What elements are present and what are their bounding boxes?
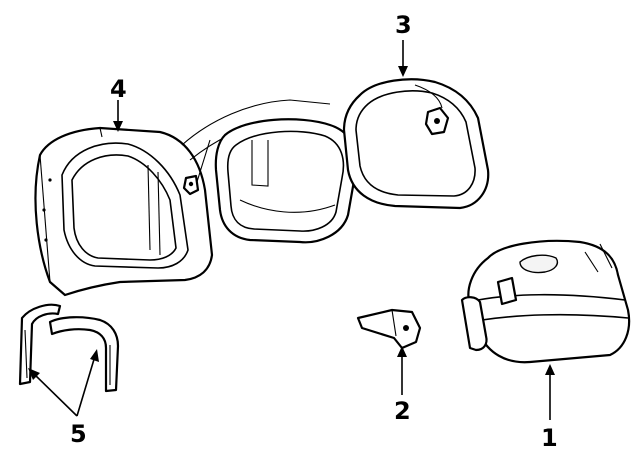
arrow-4: [113, 121, 123, 132]
callout-3: 3: [395, 11, 412, 39]
part-5-straps: [18, 303, 120, 393]
arrow-2: [397, 346, 407, 357]
callout-5: 5: [70, 420, 87, 448]
middle-gasket: [214, 118, 358, 244]
part-3-seal-ring: [342, 78, 490, 210]
arrow-5a: [28, 368, 40, 380]
leader-5b: [76, 355, 96, 417]
arrow-5b: [90, 349, 99, 362]
callout-1: 1: [541, 424, 558, 452]
clip-fastener: [182, 174, 200, 196]
part-4-housing: [34, 126, 214, 297]
leader-5a: [32, 372, 78, 417]
leader-lines: [28, 40, 555, 420]
arrow-1: [545, 364, 555, 375]
part-2-bracket: [356, 308, 422, 350]
callout-4: 4: [110, 75, 127, 103]
part-1-lamp-assembly: [460, 239, 631, 364]
callout-2: 2: [394, 397, 411, 425]
arrow-3: [398, 66, 408, 77]
